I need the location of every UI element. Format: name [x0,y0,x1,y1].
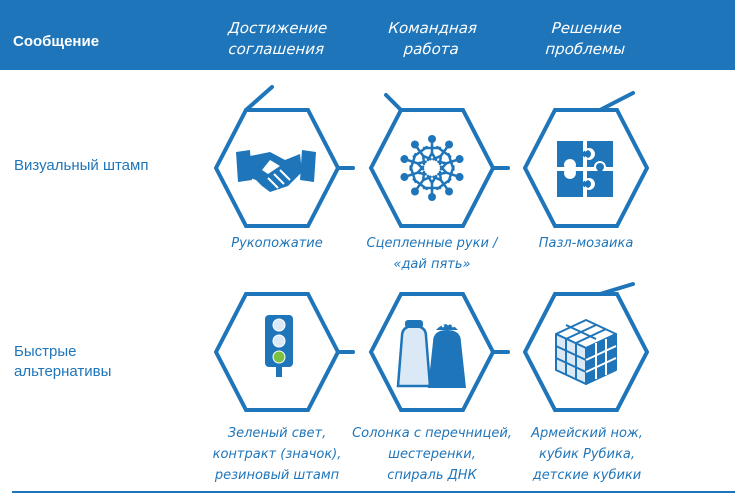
row-label-visual-cliche: Визуальный штамп [14,157,149,174]
caption-linked-hands: Сцепленные руки / «дай пять» [357,233,507,275]
caption-line: Сцепленные руки / [366,236,498,251]
salt-pepper-shakers-icon [396,320,466,388]
caption-puzzle: Пазл-мозаика [511,233,661,254]
caption-line: шестеренки, [388,447,476,462]
traffic-light-icon [265,315,293,377]
caption-line: Пазл-мозаика [538,236,634,251]
caption-traffic-light: Зеленый свет, контракт (значок), резинов… [191,423,363,486]
message-column-header: Сообщение [13,33,100,50]
caption-line: «дай пять» [393,257,471,272]
caption-line: кубик Рубика, [539,447,635,462]
caption-line: Армейский нож, [531,426,643,441]
caption-line: Зеленый свет, [227,426,327,441]
row-label-quick-alternatives: Быстрые альтернативы [14,342,111,382]
caption-shakers: Солонка с перечницей, шестеренки, спирал… [350,423,514,486]
header-bar: Сообщение Достижение соглашения Командна… [0,0,735,70]
bottom-divider [12,491,735,493]
row-label-line: Быстрые [14,343,77,360]
caption-handshake: Рукопожатие [211,233,343,254]
row1-connectors [244,85,635,170]
caption-rubiks-cube: Армейский нож, кубик Рубика, детские куб… [517,423,657,486]
caption-line: Рукопожатие [231,236,323,251]
handshake-icon [236,150,316,192]
puzzle-icon [555,139,615,199]
caption-line: спираль ДНК [387,468,477,483]
caption-line: резиновый штамп [214,468,340,483]
caption-line: Солонка с перечницей, [352,426,512,441]
rubiks-cube-icon [555,319,617,385]
hexagon-frame [368,108,496,228]
caption-line: детские кубики [532,468,642,483]
row-label-line: альтернативы [14,363,112,380]
caption-line: контракт (значок), [212,447,342,462]
linked-hands-icon [396,135,468,203]
